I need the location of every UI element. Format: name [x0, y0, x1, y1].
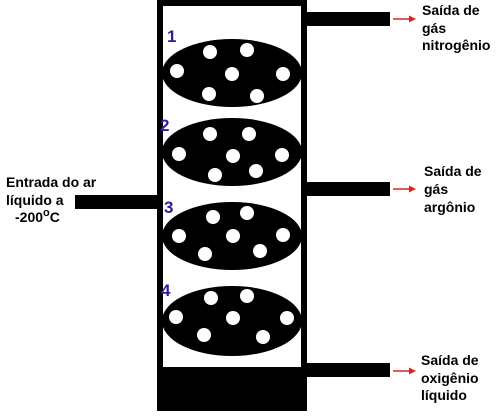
nitrogen-outlet-arrow: [393, 15, 416, 23]
bubble: [253, 244, 267, 258]
argon-label-line-2: gás: [424, 181, 448, 197]
bubble: [204, 291, 218, 305]
bubble: [170, 64, 184, 78]
bubble: [275, 148, 289, 162]
oxygen-outlet-arrow: [393, 367, 416, 375]
oxygen-outlet-label: Saída de oxigênio líquido: [421, 352, 479, 403]
tray-number-1: 1: [167, 27, 176, 46]
bubble: [203, 127, 217, 141]
inlet-label: Entrada do ar líquido a -200oC: [6, 174, 97, 225]
tray-3-bubbles: [172, 206, 290, 261]
bubble: [226, 311, 240, 325]
oxygen-label-line-3: líquido: [421, 387, 467, 403]
inlet-label-line-2: líquido a: [6, 192, 64, 208]
bubble: [169, 310, 183, 324]
bubble: [206, 210, 220, 224]
nitrogen-outlet-label: Saída de gás nitrogênio: [422, 2, 490, 53]
bubble: [249, 164, 263, 178]
bubble: [172, 229, 186, 243]
bubble: [226, 229, 240, 243]
inlet-label-line-3: -200oC: [15, 207, 60, 225]
oxygen-label-line-2: oxigênio: [421, 370, 479, 386]
bubble: [202, 87, 216, 101]
argon-outlet-pipe: [306, 182, 390, 196]
inlet-temperature-unit: C: [50, 209, 60, 225]
oxygen-label-line-1: Saída de: [421, 352, 479, 368]
bubble: [197, 328, 211, 342]
bubble: [250, 89, 264, 103]
bubble: [226, 149, 240, 163]
inlet-label-line-1: Entrada do ar: [6, 174, 97, 190]
bubble: [172, 147, 186, 161]
tray-number-3: 3: [164, 198, 173, 217]
inlet-temperature-degree: o: [43, 207, 50, 219]
bubble: [203, 45, 217, 59]
bubble: [208, 168, 222, 182]
tray-number-2: 2: [160, 116, 169, 135]
nitrogen-outlet-pipe: [306, 12, 390, 26]
argon-outlet-arrow: [393, 185, 416, 193]
nitrogen-label-line-2: gás: [422, 20, 446, 36]
inlet-pipe: [75, 195, 158, 209]
bubble: [225, 67, 239, 81]
bubble: [240, 289, 254, 303]
tray-1-bubbles: [170, 43, 290, 103]
bubble: [276, 67, 290, 81]
nitrogen-label-line-3: nitrogênio: [422, 37, 490, 53]
inlet-temperature-value: -200: [15, 209, 43, 225]
bubble: [280, 311, 294, 325]
bubble: [198, 247, 212, 261]
argon-outlet-label: Saída de gás argônio: [424, 163, 482, 215]
bubble: [276, 228, 290, 242]
bubble: [256, 330, 270, 344]
tray-2-bubbles: [172, 127, 289, 182]
nitrogen-label-line-1: Saída de: [422, 2, 480, 18]
argon-label-line-3: argônio: [424, 199, 475, 215]
bubble: [240, 43, 254, 57]
tray-4-bubbles: [169, 289, 294, 344]
tray-number-4: 4: [161, 281, 171, 300]
argon-label-line-1: Saída de: [424, 163, 482, 179]
bubble: [240, 206, 254, 220]
bubble: [242, 127, 256, 141]
oxygen-outlet-pipe: [306, 363, 390, 377]
